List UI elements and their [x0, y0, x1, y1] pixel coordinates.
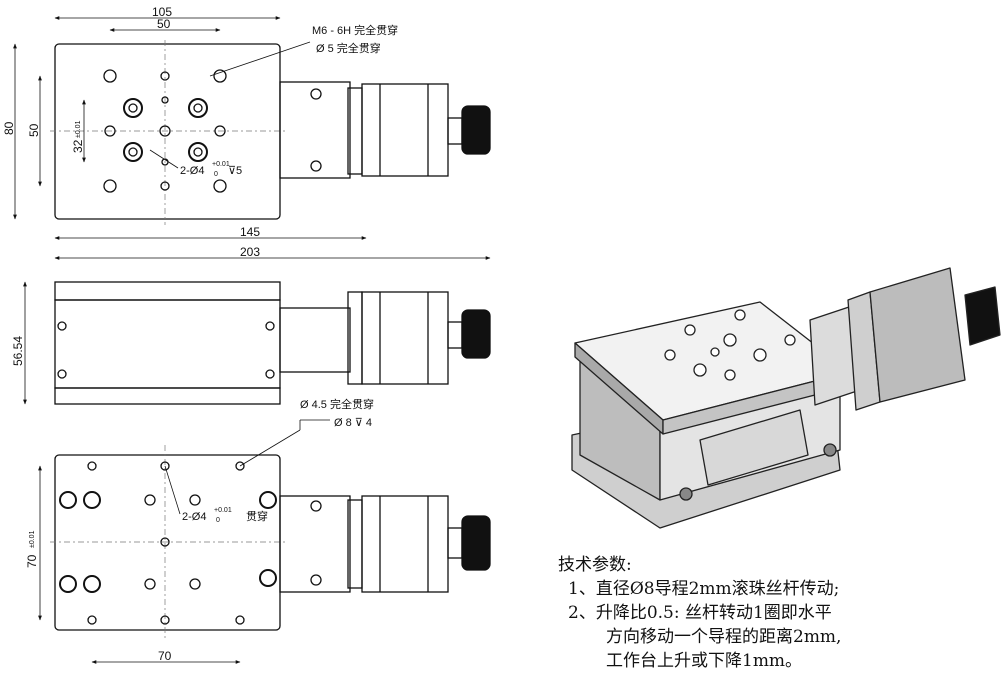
- bottom-holes: [59, 461, 277, 625]
- tech-line-1: 1、直径Ø8导程2mm滚珠丝杆传动;: [568, 579, 840, 599]
- iso-motor-knob: [964, 286, 1001, 346]
- side-top-plate: [54, 281, 281, 301]
- bottom-view: [38, 419, 491, 664]
- iso-motor-body: [869, 267, 966, 403]
- motor-knob-top: [461, 105, 491, 155]
- dim-top-height: 80: [2, 121, 16, 135]
- dim-top-hole-vpitch: 50: [27, 123, 41, 137]
- side-motor: [361, 291, 449, 385]
- cbore-note-2: Ø 8 ⊽ 4: [334, 417, 372, 429]
- tech-line-4: 工作台上升或下降1mm。: [606, 651, 803, 671]
- pin-hole-bottom-suffix: 贯穿: [246, 509, 268, 523]
- dim-bottom-pitch: 70: [158, 649, 172, 663]
- iso-bracket: [699, 409, 809, 486]
- motor-body-top: [361, 83, 449, 177]
- top-holes: [103, 69, 227, 193]
- pin-hole-top: 2-Ø4: [180, 165, 204, 177]
- side-knob: [461, 309, 491, 359]
- thread-note: M6 - 6H 完全贯穿: [312, 23, 398, 37]
- pin-hole-bottom-tol-upper: +0.01: [214, 507, 232, 514]
- pin-hole-top-depth: ⊽5: [228, 165, 242, 177]
- dim-overall-length: 203: [240, 245, 260, 259]
- top-plate: [54, 43, 281, 220]
- dim-bottom-height-tol: ±0.01: [29, 530, 36, 548]
- dim-top-hole-pitch: 50: [157, 17, 171, 31]
- bottom-knob: [461, 515, 491, 571]
- pin-hole-bottom: 2-Ø4: [182, 511, 206, 523]
- tech-title: 技术参数:: [558, 555, 632, 575]
- dim-base-length: 145: [240, 225, 260, 239]
- motor-coupler-top: [279, 81, 351, 179]
- side-view: [23, 281, 491, 405]
- bottom-coupler: [279, 495, 351, 593]
- tech-params: 技术参数: 1、直径Ø8导程2mm滚珠丝杆传动; 2、升降比0.5: 丝杆转动1…: [558, 553, 841, 673]
- side-base: [54, 387, 281, 405]
- isometric-view: [571, 267, 1001, 529]
- dim-top-32-tol: ±0.01: [75, 120, 82, 138]
- dim-bottom-height: 70: [25, 554, 39, 568]
- side-body: [54, 299, 281, 389]
- dim-top-width: 105: [152, 5, 172, 19]
- pin-hole-top-tol-upper: +0.01: [212, 161, 230, 168]
- dim-top-32: 32: [71, 139, 85, 153]
- bottom-plate: [54, 454, 281, 631]
- motor-shaft-top: [447, 117, 463, 145]
- bottom-motor: [361, 495, 449, 593]
- tech-line-3: 方向移动一个导程的距离2mm,: [606, 627, 842, 647]
- tech-line-2: 2、升降比0.5: 丝杆转动1圈即水平: [568, 603, 832, 623]
- side-coupler: [279, 307, 351, 373]
- pin-hole-top-tol-lower: 0: [214, 171, 218, 178]
- dim-side-height: 56.54: [11, 336, 25, 366]
- through-hole-note: Ø 5 完全贯穿: [316, 41, 381, 55]
- pin-hole-bottom-tol-lower: 0: [216, 517, 220, 524]
- top-view: [13, 16, 491, 260]
- cbore-note-1: Ø 4.5 完全贯穿: [300, 397, 374, 411]
